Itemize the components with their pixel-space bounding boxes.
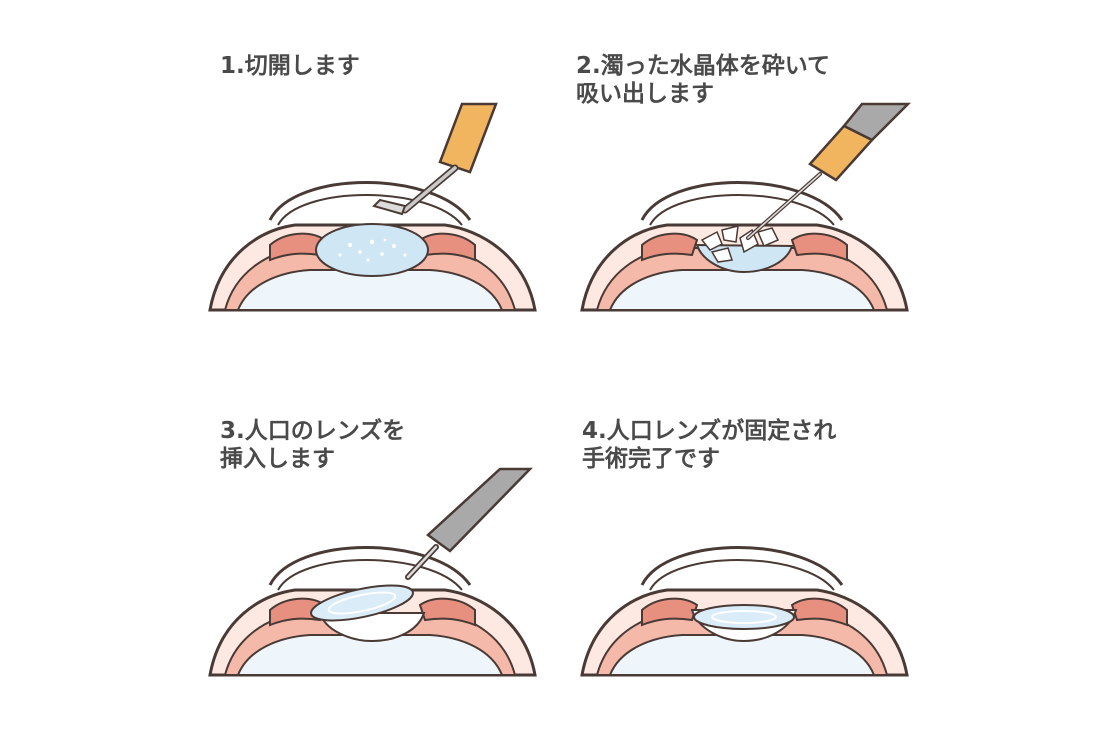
step-3-caption: 3.人口のレンズを 挿入します [220,417,405,473]
eye-incision-illustration [208,102,537,312]
hook-knife-icon [372,102,498,216]
lens-fragments [700,225,780,263]
step-4-caption: 4.人口レンズが固定され 手術完了です [582,417,836,473]
implanted-lens-icon [693,604,795,630]
step-3-caption-line-1: 3.人口のレンズを [220,418,406,444]
step-2-caption-line-1: 2.濁った水晶体を砕いて [576,53,831,79]
step-1-panel: 1.切開します [200,40,560,370]
eye-lens-insertion-illustration [208,467,537,677]
artificial-lens-icon [310,584,414,622]
step-2-caption: 2.濁った水晶体を砕いて 吸い出します [576,52,830,108]
eye-phaco-illustration [580,102,912,312]
step-1-caption-line-1: 1.切開します [220,53,360,79]
eye-cross-section [208,181,537,312]
step-1-caption: 1.切開します [220,52,360,80]
eye-completed-illustration [580,546,909,677]
eye-cross-section [580,546,909,677]
step-2-caption-line-2: 吸い出します [576,81,714,107]
step-2-panel: 2.濁った水晶体を砕いて 吸い出します [572,40,932,370]
step-3-caption-line-2: 挿入します [220,446,335,472]
step-4-caption-line-1: 4.人口レンズが固定され [582,418,837,444]
injector-icon [405,467,533,580]
phaco-probe-icon [746,102,912,240]
step-4-caption-line-2: 手術完了です [582,446,720,472]
eye-cross-section [580,181,909,312]
step-3-panel: 3.人口のレンズを 挿入します [200,405,560,735]
eye-cross-section [208,546,537,677]
step-4-panel: 4.人口レンズが固定され 手術完了です [572,405,932,735]
